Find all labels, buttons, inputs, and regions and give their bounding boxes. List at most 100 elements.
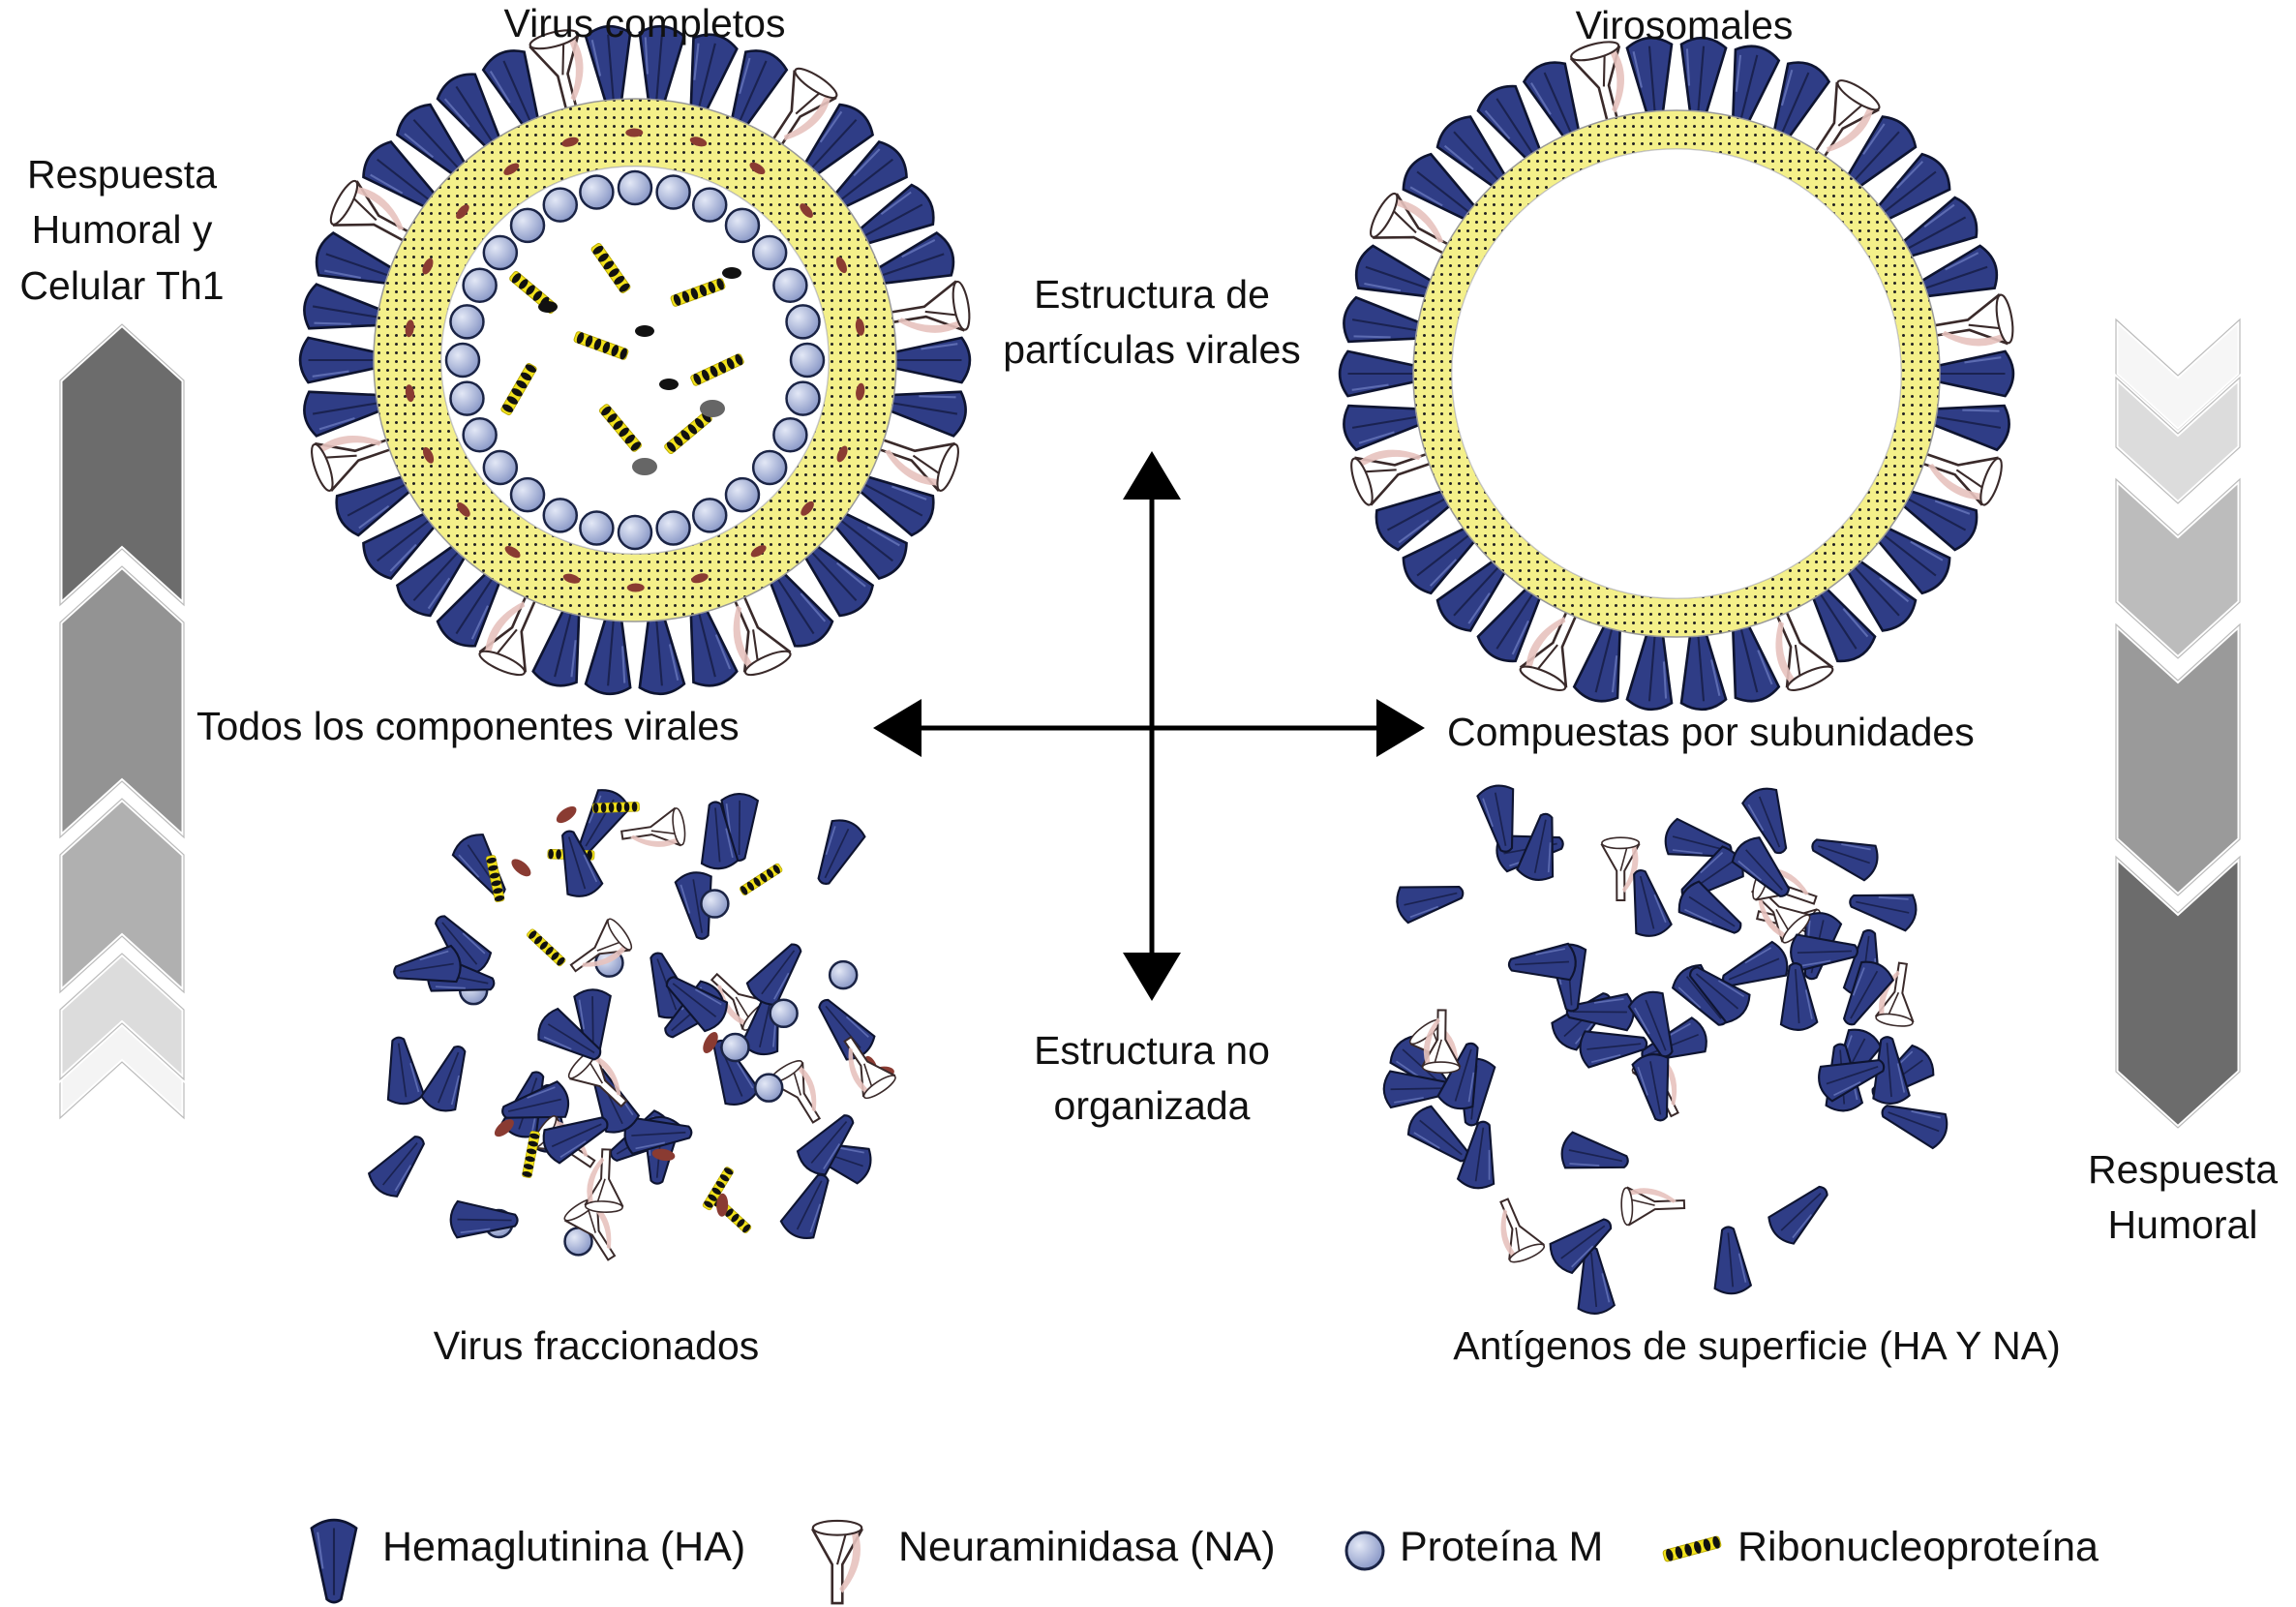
fragment-membrane-protein [494,1119,514,1137]
fragment-membrane-protein [556,805,577,824]
fragment-ha [1845,882,1920,933]
fragment-na [1619,1184,1686,1227]
arrowheads [873,451,1425,1001]
membrane-protein [836,445,848,463]
chevron-down-outline-4 [2115,855,2241,1129]
fragment-matrix-protein [753,1073,784,1103]
membrane-protein [856,382,865,401]
chevron-down-outline-2 [2115,477,2241,659]
matrix-protein [751,234,788,271]
fragment-ha [1392,872,1468,925]
particle-interior [440,166,830,555]
right-response-chevrons [2113,314,2243,1132]
fragment-matrix-protein [700,889,730,919]
legend-label-protein-m: Proteína M [1400,1524,1604,1570]
membrane-protein [456,204,469,220]
fragment-ha [1708,1224,1753,1296]
matrix-protein [655,510,691,546]
matrix-protein [691,187,728,223]
fragment-ribonucleoprotein [525,927,567,968]
matrix-protein [789,342,826,379]
fragment-membrane-protein [511,859,531,877]
surface-ha [584,608,638,697]
matrix-protein [785,304,821,340]
matrix-protein [785,380,821,416]
matrix-protein [542,498,579,533]
matrix-protein [482,234,519,271]
fragment-ha [447,828,518,906]
fragment-membrane-protein [651,1148,676,1162]
fragment-membrane-protein [703,1032,718,1053]
membrane-protein [750,545,767,558]
fragment-membrane-protein [716,1193,729,1217]
fragment-ha [363,1126,437,1203]
fragment-ha [804,813,869,893]
side-label-right: Respuesta Humoral [2087,1147,2278,1248]
fragment-ha [1805,826,1884,884]
fragment-matrix-protein [828,959,859,990]
chevron-down-outline-1 [2115,376,2241,504]
membrane-protein [405,384,415,403]
matrix-protein [462,267,498,304]
fragment-ribonucleoprotein [591,801,640,814]
membrane-protein [405,319,414,338]
membrane-protein [689,136,708,147]
chevron-up-outline-3 [59,565,185,839]
polymerase [538,301,558,313]
surface-ha [298,336,384,384]
fragment-ha [378,1034,426,1107]
surface-ha [1624,623,1679,713]
matrix-protein [462,416,498,453]
matrix-protein [509,207,546,244]
fragment-matrix-protein [769,998,799,1029]
membrane-protein [691,573,709,584]
fragment-ha [1763,1174,1839,1250]
surface-ha [1674,623,1729,713]
matrix-protein [509,476,546,513]
surface-ha [632,608,686,697]
axis-label-right: Compuestas por subunidades [1447,710,1975,754]
fragment-ha [1557,1130,1633,1181]
membrane-protein [562,573,581,584]
arrowhead-up [1123,451,1181,500]
matrix-protein [444,342,481,379]
matrix-protein [655,174,691,210]
matrix-protein [772,416,808,453]
matrix-protein [449,304,485,340]
membrane-protein [422,446,435,464]
fragment-na [1421,1009,1462,1075]
polymerase [635,325,654,337]
membrane-protein [749,162,766,175]
surface-na [881,279,974,344]
surface-na [1924,292,2017,357]
chevron-up-outline-2 [59,798,185,994]
matrix-protein [579,510,615,546]
fragment-ha [806,988,880,1066]
matrix-protein [772,267,808,304]
surface-antigen-illustration [1382,781,1953,1317]
nucleoprotein [632,458,657,475]
axis-arrows [915,494,1384,958]
whole-virus-illustration [298,23,974,697]
axis-label-up: Estructura de partículas virales [1003,272,1301,373]
membrane-protein [835,257,848,274]
matrix-protein [617,514,653,551]
ribonucleoprotein-icon [1661,1534,1723,1563]
quadrant-title-antigenos: Antígenos de superficie (HA Y NA) [1453,1323,2061,1368]
chevron-down-outline-3 [2115,622,2241,896]
particle-interior [1451,148,1902,599]
chevron-up-outline-1 [59,953,185,1081]
matrix-protein [482,449,519,486]
fragment-matrix-protein [720,1032,750,1063]
virosome-illustration [1338,35,2017,713]
split-virus-illustration [363,783,899,1269]
side-label-left: Respuesta Humoral y Celular Th1 [19,152,225,308]
membrane-protein [625,128,644,137]
matrix-protein [579,174,615,210]
arrowhead-down [1123,953,1181,1001]
matrix-protein [751,449,788,486]
membrane-protein [855,318,865,336]
hemagglutinin-icon [310,1518,358,1604]
surface-ha [1929,349,2015,398]
axis-label-left: Todos los componentes virales [196,704,740,748]
